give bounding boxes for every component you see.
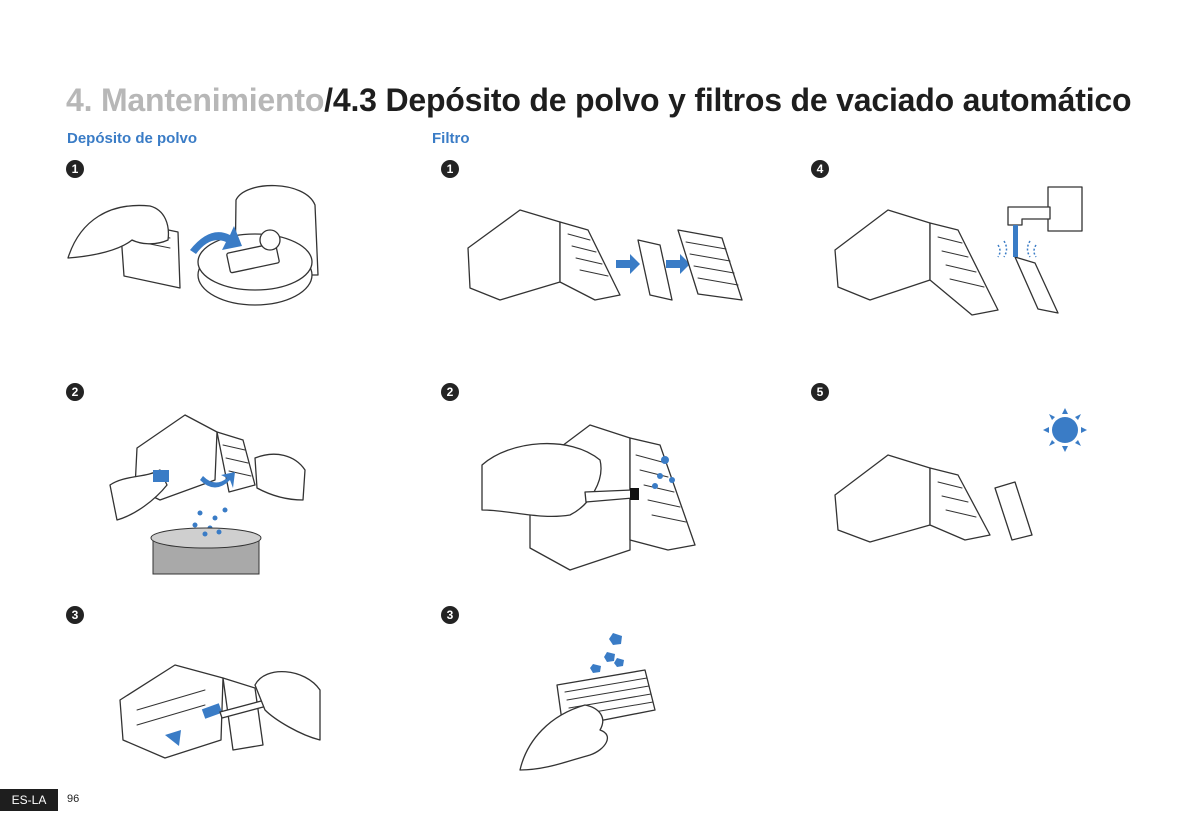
robot-laser-turret [260, 230, 280, 250]
blue-arrow-icon [616, 254, 640, 274]
hand-right [255, 454, 305, 500]
faucet-icon [1048, 187, 1082, 231]
illustration-brush-dust-bin [115, 640, 325, 770]
filter-door [930, 468, 990, 540]
dust-bin [835, 455, 930, 542]
page-number: 96 [67, 793, 79, 805]
step-badge-dust-3: 3 [66, 606, 84, 624]
illustration-brush-filter [480, 420, 725, 575]
sun-icon [1043, 408, 1087, 452]
step-badge-filter-5: 5 [811, 383, 829, 401]
hand [520, 705, 607, 770]
section-label-dust-bin: Depósito de polvo [67, 130, 197, 147]
step-badge-filter-1: 1 [441, 160, 459, 178]
hand [255, 672, 320, 740]
illustration-empty-dust-bin [105, 410, 315, 575]
title-section: /4.3 Depósito de polvo y filtros de vaci… [324, 82, 1131, 118]
dust-bin [468, 210, 560, 300]
filter-door [630, 438, 695, 550]
trash-bin-rim [151, 528, 261, 548]
brush-icon [630, 488, 639, 500]
title-chapter: 4. Mantenimiento [66, 82, 324, 118]
section-label-filter: Filtro [432, 130, 470, 147]
illustration-rinse-filter [830, 185, 1090, 320]
step-badge-dust-1: 1 [66, 160, 84, 178]
faucet-spout [1008, 207, 1050, 225]
language-tag: ES-LA [0, 789, 58, 811]
step-badge-filter-3: 3 [441, 606, 459, 624]
water-stream [1013, 225, 1018, 257]
illustration-dry-filter [830, 400, 1090, 545]
sponge-filter [638, 240, 672, 300]
illustration-tap-filter [515, 630, 670, 775]
sponge-filter [995, 482, 1032, 540]
illustration-remove-dust-bin [60, 180, 330, 330]
illustration-remove-filters [460, 200, 750, 310]
hand [482, 444, 601, 517]
step-badge-dust-2: 2 [66, 383, 84, 401]
page-title: 4. Mantenimiento/4.3 Depósito de polvo y… [66, 82, 1131, 119]
step-badge-filter-2: 2 [441, 383, 459, 401]
sponge-filter [1015, 257, 1058, 313]
bin-latch [153, 470, 169, 482]
dust-bin [835, 210, 930, 300]
step-badge-filter-4: 4 [811, 160, 829, 178]
